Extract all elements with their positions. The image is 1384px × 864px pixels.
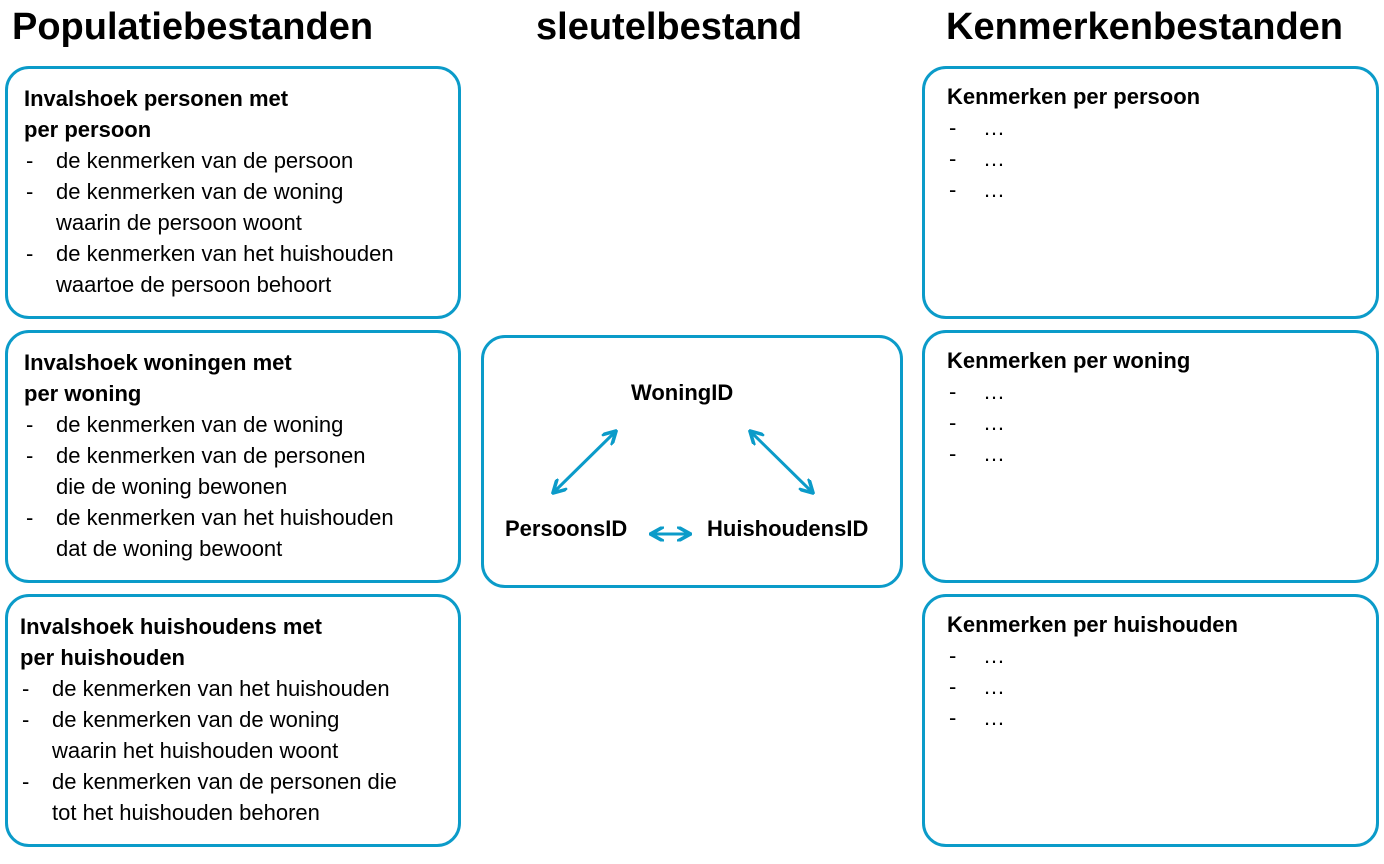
kenmerken-box-huishouden: Kenmerken per huishouden -… -… -… — [922, 594, 1379, 847]
item-text: dat de woning bewoont — [56, 536, 283, 561]
list-item: -de kenmerken van het huishouden — [20, 673, 448, 704]
box-title: Invalshoek huishoudens met — [20, 614, 322, 639]
item-list: -… -… -… — [947, 112, 1366, 205]
dash-marker: - — [949, 674, 957, 699]
populatie-box-huishoudens: Invalshoek huishoudens met per huishoude… — [5, 594, 461, 847]
populatie-box-woningen: Invalshoek woningen met per woning -de k… — [5, 330, 461, 583]
dash-marker: - — [949, 115, 957, 140]
populatie-header: Populatiebestanden — [12, 6, 374, 48]
dash-marker: - — [22, 769, 30, 794]
dash-marker: - — [22, 676, 30, 701]
kenmerken-box-persoon: Kenmerken per persoon -… -… -… — [922, 66, 1379, 319]
item-list: -de kenmerken van de persoon -de kenmerk… — [24, 145, 448, 300]
arrow-woning-huishouden — [751, 432, 812, 492]
arrow-persoon-woning — [554, 432, 615, 492]
list-item: -de kenmerken van de personen — [24, 440, 448, 471]
item-text: waartoe de persoon behoort — [56, 272, 332, 297]
item-text: de kenmerken van de woning — [52, 707, 340, 732]
item-text: … — [983, 115, 1005, 140]
persoons-id-label: PersoonsID — [505, 516, 628, 541]
dash-marker: - — [949, 177, 957, 202]
list-item-continuation: die de woning bewonen — [24, 471, 448, 502]
dash-marker: - — [22, 707, 30, 732]
item-text: waarin de persoon woont — [56, 210, 302, 235]
dash-marker: - — [26, 412, 34, 437]
list-item: -… — [947, 112, 1366, 143]
list-item: -de kenmerken van de personen die — [20, 766, 448, 797]
item-text: … — [983, 705, 1005, 730]
list-item: -… — [947, 671, 1366, 702]
list-item-continuation: tot het huishouden behoren — [20, 797, 448, 828]
dash-marker: - — [949, 410, 957, 435]
list-item: -de kenmerken van de woning — [20, 704, 448, 735]
item-text: de kenmerken van de personen die — [52, 769, 397, 794]
item-text: tot het huishouden behoren — [52, 800, 320, 825]
item-text: … — [983, 146, 1005, 171]
list-item-continuation: dat de woning bewoont — [24, 533, 448, 564]
kenmerken-box-woning: Kenmerken per woning -… -… -… — [922, 330, 1379, 583]
item-list: -… -… -… — [947, 376, 1366, 469]
list-item: -… — [947, 174, 1366, 205]
item-text: … — [983, 410, 1005, 435]
item-text: de kenmerken van het huishouden — [56, 241, 394, 266]
item-text: de kenmerken van de woning — [56, 179, 344, 204]
box-title: Kenmerken per woning — [947, 348, 1191, 373]
dash-marker: - — [949, 146, 957, 171]
dash-marker: - — [949, 379, 957, 404]
dash-marker: - — [949, 643, 957, 668]
list-item-continuation: waarin de persoon woont — [24, 207, 448, 238]
item-text: de kenmerken van de persoon — [56, 148, 354, 173]
populatie-box-personen: Invalshoek personen met per persoon -de … — [5, 66, 461, 319]
item-list: -de kenmerken van het huishouden -de ken… — [20, 673, 448, 828]
item-text: waarin het huishouden woont — [52, 738, 339, 763]
item-text: die de woning bewonen — [56, 474, 288, 499]
item-text: … — [983, 441, 1005, 466]
woning-id-label: WoningID — [631, 380, 734, 405]
dash-marker: - — [949, 705, 957, 730]
list-item: -… — [947, 376, 1366, 407]
box-title: Kenmerken per persoon — [947, 84, 1201, 109]
list-item: -de kenmerken van het huishouden — [24, 238, 448, 269]
list-item: -de kenmerken van de woning — [24, 176, 448, 207]
sleutel-header: sleutelbestand — [536, 6, 803, 48]
item-text: … — [983, 177, 1005, 202]
dash-marker: - — [26, 505, 34, 530]
list-item: -… — [947, 407, 1366, 438]
list-item: -… — [947, 702, 1366, 733]
list-item: -… — [947, 640, 1366, 671]
item-text: … — [983, 674, 1005, 699]
dash-marker: - — [26, 241, 34, 266]
item-list: -… -… -… — [947, 640, 1366, 733]
item-text: … — [983, 643, 1005, 668]
list-item: -… — [947, 143, 1366, 174]
list-item-continuation: waartoe de persoon behoort — [24, 269, 448, 300]
item-text: de kenmerken van het huishouden — [52, 676, 390, 701]
box-subtitle: per persoon — [24, 117, 152, 142]
item-text: de kenmerken van de woning — [56, 412, 344, 437]
list-item-continuation: waarin het huishouden woont — [20, 735, 448, 766]
key-arrows — [484, 338, 900, 585]
box-title: Invalshoek personen met — [24, 86, 289, 111]
box-title: Kenmerken per huishouden — [947, 612, 1238, 637]
huishoudens-id-label: HuishoudensID — [707, 516, 869, 541]
box-subtitle: per woning — [24, 381, 142, 406]
list-item: -… — [947, 438, 1366, 469]
kenmerken-header: Kenmerkenbestanden — [946, 6, 1344, 48]
dash-marker: - — [26, 443, 34, 468]
list-item: -de kenmerken van de persoon — [24, 145, 448, 176]
box-subtitle: per huishouden — [20, 645, 185, 670]
list-item: -de kenmerken van het huishouden — [24, 502, 448, 533]
dash-marker: - — [949, 441, 957, 466]
list-item: -de kenmerken van de woning — [24, 409, 448, 440]
dash-marker: - — [26, 179, 34, 204]
item-text: de kenmerken van het huishouden — [56, 505, 394, 530]
item-text: de kenmerken van de personen — [56, 443, 366, 468]
box-title: Invalshoek woningen met — [24, 350, 292, 375]
dash-marker: - — [26, 148, 34, 173]
item-text: … — [983, 379, 1005, 404]
sleutel-box: WoningID PersoonsID HuishoudensID — [481, 335, 903, 588]
item-list: -de kenmerken van de woning -de kenmerke… — [24, 409, 448, 564]
